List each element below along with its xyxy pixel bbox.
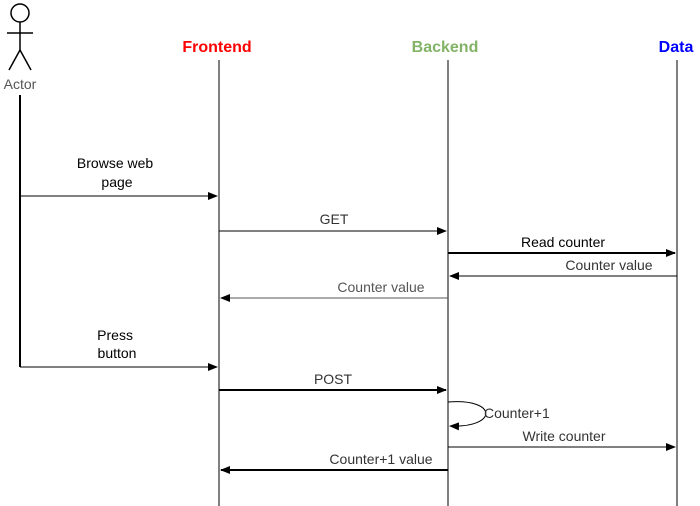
participant-data: Data [659, 39, 694, 56]
actor-label: Actor [4, 76, 37, 92]
message-increment-label: Counter+1 [484, 405, 550, 421]
message-browse-label-line2: page [101, 174, 132, 190]
message-browse-label: Browse web page [77, 155, 157, 190]
message-counter-value-data-label: Counter value [565, 257, 652, 273]
message-press-label-line1: Press [97, 327, 133, 343]
message-press-label: Press button [97, 327, 137, 361]
message-counter-plus-value-label: Counter+1 value [329, 451, 432, 467]
message-get-label: GET [320, 211, 349, 227]
message-press-label-line2: button [98, 345, 137, 361]
stick-figure-icon [7, 3, 33, 71]
message-counter-value-label: Counter value [337, 279, 424, 295]
participant-backend: Backend [412, 39, 479, 56]
actor: Actor [4, 3, 37, 92]
message-increment-loop [447, 401, 487, 431]
message-read-label: Read counter [521, 234, 605, 250]
message-post-label: POST [314, 371, 353, 387]
message-browse-label-line1: Browse web [77, 155, 153, 171]
message-write-label: Write counter [523, 428, 606, 444]
participant-frontend: Frontend [182, 39, 251, 56]
